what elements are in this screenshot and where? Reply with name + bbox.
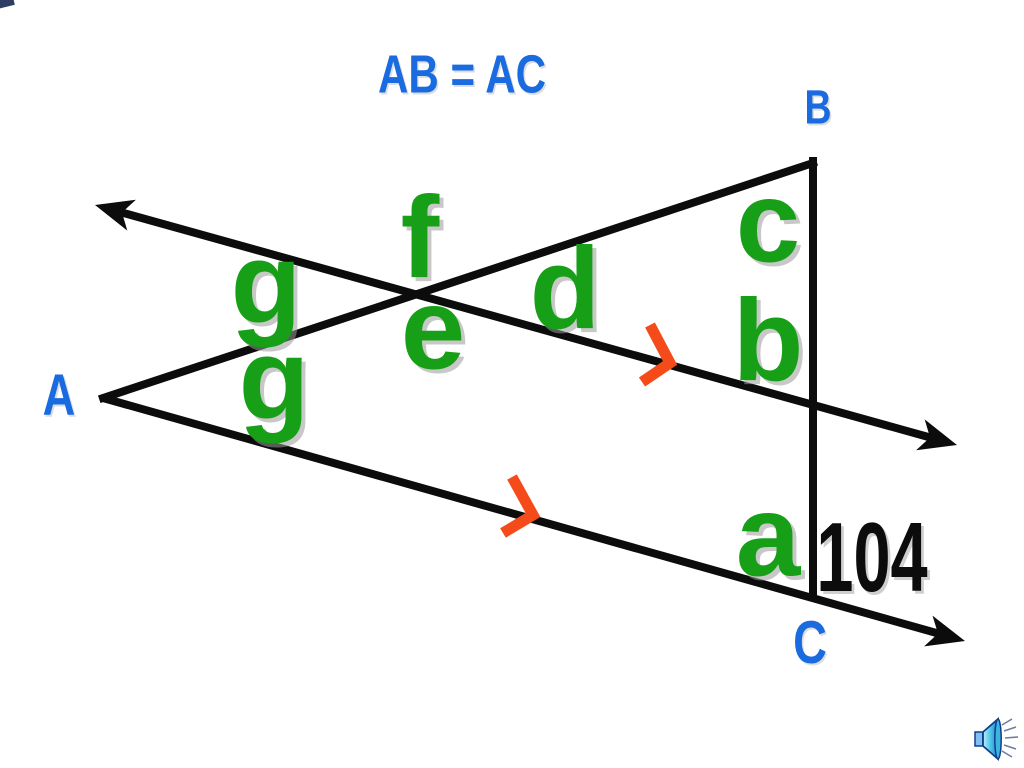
angle-label-e: e: [400, 263, 466, 394]
angle-label-c: c: [735, 156, 801, 287]
angle-label-b: b: [732, 275, 804, 405]
speaker-rays: [1001, 718, 1019, 758]
vertex-label-b: B: [804, 81, 832, 135]
angle-label-f: f: [400, 172, 440, 302]
angle-label-a: a: [735, 470, 801, 601]
parallel-tick-icon: [500, 474, 541, 538]
angle-label-d: d: [529, 223, 601, 353]
speaker-audio-icon[interactable]: [972, 716, 1022, 766]
exterior-angle-value: 104: [816, 502, 928, 613]
vertex-label-c: C: [793, 609, 827, 676]
speaker-box: [974, 731, 984, 747]
angle-label-g-at-a: g: [238, 314, 310, 445]
arrowhead-parallel-right-icon: [916, 419, 957, 451]
parallel-transversal-line: [118, 208, 934, 442]
parallel-tick-icon: [638, 322, 678, 387]
vertex-label-a: A: [42, 363, 76, 429]
arrowhead-ac-right-icon: [924, 615, 965, 647]
segment-ab: [97, 157, 819, 404]
speaker-icon-graphic: [974, 717, 1019, 761]
arrowhead-parallel-left-icon: [95, 199, 136, 231]
speaker-opening: [994, 718, 1002, 760]
slide-title: AB = AC: [377, 44, 547, 105]
angle-label-g-upper: g: [230, 218, 302, 349]
